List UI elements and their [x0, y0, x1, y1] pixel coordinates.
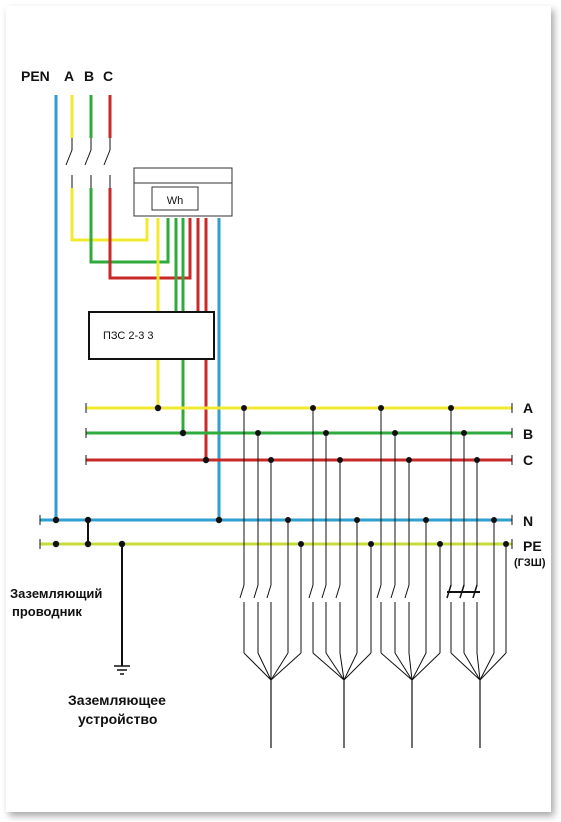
ground-device-label-line2: устройство — [78, 711, 157, 727]
bus-label-pe: PE — [523, 538, 542, 554]
branch-fan-line — [339, 652, 345, 681]
branch-fan-line — [343, 652, 372, 681]
breaker-contact — [390, 584, 396, 599]
label-b-top: B — [84, 68, 94, 84]
bus-label-c: C — [523, 452, 533, 468]
ground-conductor-label-line2: проводник — [12, 604, 82, 619]
label-pen: PEN — [21, 68, 50, 84]
consumer-group — [239, 405, 304, 748]
breaker-contact — [266, 584, 272, 599]
consumer-groups — [239, 405, 509, 748]
branch-fan-line — [325, 652, 345, 681]
branch-fan-line — [380, 652, 413, 681]
ground-conductor-label-line1: Заземляющий — [10, 586, 102, 601]
consumer-group — [376, 405, 443, 748]
consumer-group — [308, 405, 374, 748]
branch-fan-line — [408, 652, 413, 681]
branch-fan-line — [450, 652, 481, 681]
branch-fan-line — [270, 652, 289, 681]
bus-pe — [39, 539, 513, 549]
breaker-contact — [404, 584, 410, 599]
bus-b — [85, 428, 513, 438]
bus-label-n: N — [523, 513, 533, 529]
branch-fan-line — [463, 652, 481, 681]
consumer-group — [446, 405, 509, 748]
branch-fan-line — [270, 652, 302, 681]
feed-junctions — [52, 404, 223, 548]
meter-label: Wh — [167, 195, 184, 207]
device-label: ПЗС 2-3 3 — [103, 330, 154, 342]
branch-fan-line — [411, 652, 441, 681]
branch-fan-line — [479, 652, 495, 681]
breaker-contact — [376, 584, 382, 599]
label-a-top: A — [64, 68, 74, 84]
branch-fan-line — [479, 652, 507, 681]
label-c-top: C — [103, 68, 113, 84]
bus-n — [39, 515, 513, 525]
bus-c — [85, 455, 513, 465]
bus-label-b: B — [523, 426, 533, 442]
breaker-contact — [321, 584, 327, 599]
branch-fan-line — [312, 652, 345, 681]
phase-c-incoming-wire — [108, 95, 192, 280]
breaker-contact — [308, 584, 314, 599]
protection-device: ПЗС 2-3 3 — [88, 311, 215, 360]
ground-device-label-line1: Заземляющее — [68, 692, 166, 708]
breaker-contact — [239, 584, 245, 599]
bus-label-a: A — [523, 400, 533, 416]
energy-meter: Wh — [133, 167, 233, 217]
branch-fan-line — [243, 652, 272, 681]
branch-fan-line — [476, 652, 481, 681]
main-switch — [65, 138, 111, 188]
grounding-conductor — [114, 544, 130, 675]
phase-b-incoming-wire — [89, 95, 170, 264]
branch-fan-line — [343, 652, 358, 681]
branch-fan-line — [394, 652, 413, 681]
branch-fan-line — [257, 652, 272, 681]
breaker-contact — [253, 584, 259, 599]
branch-fan-line — [411, 652, 427, 681]
bus-label-pe-note: (ГЗШ) — [514, 557, 546, 569]
breaker-contact — [335, 584, 341, 599]
